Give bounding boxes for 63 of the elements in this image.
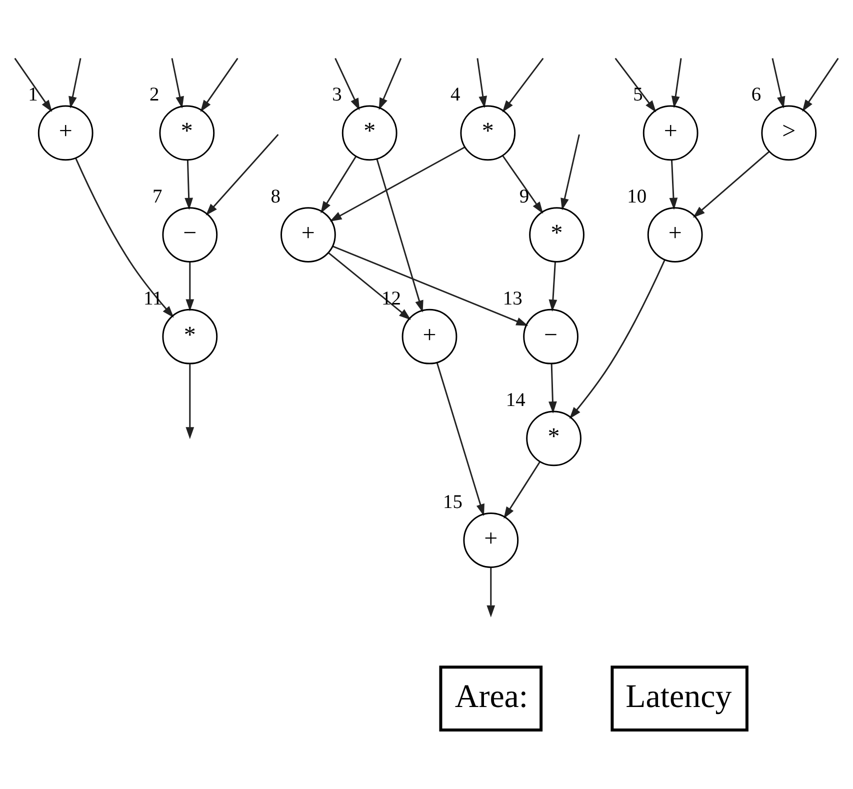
node-circle: − — [523, 308, 578, 364]
arrow — [504, 460, 540, 518]
arrow — [334, 57, 360, 110]
node-label: 15 — [442, 491, 462, 512]
arrow — [200, 57, 238, 112]
arrow — [548, 363, 557, 413]
arrow — [502, 154, 544, 214]
arrow — [560, 134, 580, 210]
node-label: 14 — [506, 390, 526, 411]
arrow — [68, 58, 82, 108]
arrow — [186, 262, 194, 311]
node-circle: * — [460, 104, 516, 160]
node-circle: * — [159, 104, 215, 160]
arrow — [548, 261, 558, 312]
node-circle: + — [38, 104, 94, 160]
node-circle: + — [402, 308, 458, 364]
node-circle: * — [162, 308, 218, 364]
arrow — [802, 57, 839, 112]
node-circle: * — [342, 104, 398, 160]
node-label: 9 — [519, 186, 530, 207]
node-label: 3 — [332, 84, 342, 106]
arrow — [332, 245, 528, 326]
arrow — [186, 364, 194, 439]
arrow — [569, 259, 666, 418]
node-label: 8 — [270, 186, 280, 207]
arrow — [502, 57, 544, 112]
arrow — [378, 57, 402, 110]
arrow — [669, 159, 678, 210]
arrow — [75, 157, 174, 318]
arrow — [772, 58, 786, 108]
node-label: 7 — [152, 186, 162, 207]
arrow — [436, 362, 484, 516]
node-label: 2 — [149, 84, 160, 106]
arrow — [692, 150, 770, 218]
arrow — [206, 134, 279, 215]
node-label: 12 — [382, 288, 402, 309]
arrow — [486, 566, 496, 617]
arrow — [671, 58, 682, 108]
node-circle: + — [642, 104, 698, 160]
arrow — [328, 252, 411, 320]
node-circle: + — [280, 206, 336, 262]
arrow — [614, 57, 656, 112]
arrow — [320, 155, 357, 213]
label: Latency — [626, 678, 732, 714]
arrow — [476, 58, 488, 108]
node-label: 10 — [627, 186, 647, 207]
arrow — [171, 58, 184, 108]
node-circle: * — [526, 410, 582, 466]
arrow — [376, 158, 424, 312]
arrow — [184, 159, 194, 210]
node-circle: + — [463, 512, 519, 568]
node-circle: > — [761, 104, 817, 160]
node-circle: − — [162, 206, 218, 262]
arrow — [14, 57, 52, 112]
node-label: 1 — [28, 84, 38, 106]
node-label: 5 — [633, 84, 643, 106]
label: Area: — [454, 678, 528, 714]
arrow — [330, 146, 465, 221]
node-label: 13 — [502, 288, 522, 309]
node-label: 4 — [450, 84, 460, 106]
node-circle: * — [529, 206, 584, 262]
node-circle: + — [647, 206, 703, 262]
node-label: 6 — [751, 84, 762, 106]
